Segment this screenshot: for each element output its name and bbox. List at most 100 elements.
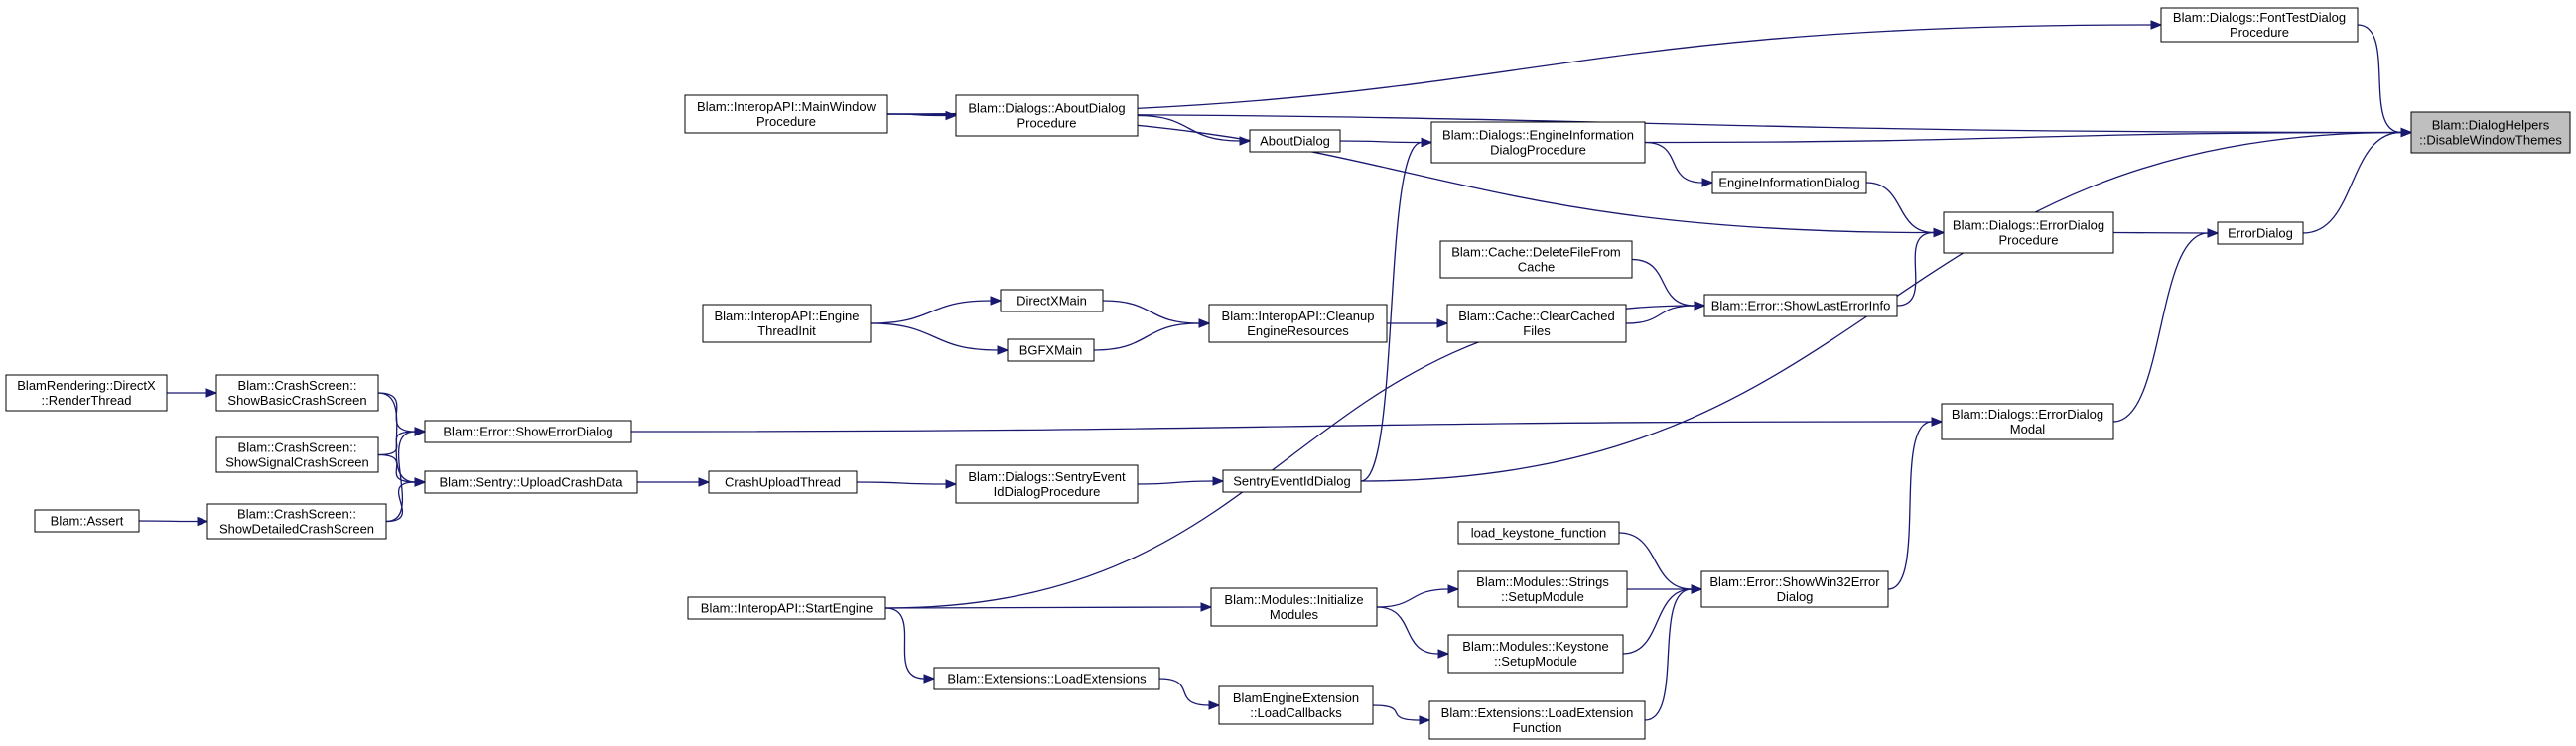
node-label-line: Blam::Error::ShowErrorDialog	[443, 425, 612, 439]
edge-line	[1137, 480, 1214, 485]
node-blam-sentry-uploadcrashdata[interactable]: Blam::Sentry::UploadCrashData	[424, 470, 638, 494]
node-blam-crashscreen-showbasiccrashscreen[interactable]: Blam::CrashScreen::ShowBasicCrashScreen	[215, 374, 379, 412]
edge-line	[385, 481, 416, 523]
edge-n35-to-n29	[1644, 584, 1703, 721]
node-label-line: ::RenderThread	[41, 393, 131, 408]
node-label-line: Blam::Extensions::LoadExtension	[1441, 705, 1634, 720]
edge-line	[1896, 231, 1935, 307]
edge-arrowhead	[1208, 700, 1221, 710]
edge-line	[1618, 532, 1693, 590]
node-load-keystone-function[interactable]: load_keystone_function	[1457, 521, 1620, 545]
node-box	[955, 464, 1139, 504]
edge-line	[1158, 678, 1210, 706]
node-label-line: Blam::Dialogs::FontTestDialog	[2173, 10, 2346, 25]
node-blam-dialoghelpers-disablewindowthemes[interactable]: Blam::DialogHelpers::DisableWindowThemes	[2410, 111, 2571, 154]
edge-n12-to-n11	[1387, 318, 1449, 328]
edge-line	[1137, 114, 1241, 142]
edge-line	[1887, 421, 1933, 590]
edge-arrowhead	[990, 296, 1003, 306]
node-blam-error-showerrordialog[interactable]: Blam::Error::ShowErrorDialog	[424, 420, 632, 443]
node-errordialog[interactable]: ErrorDialog	[2217, 221, 2304, 245]
node-blam-crashscreen-showsignalcrashscreen[interactable]: Blam::CrashScreen::ShowSignalCrashScreen	[215, 436, 379, 473]
node-label-line: Blam::CrashScreen::	[238, 378, 357, 393]
node-blam-crashscreen-showdetailedcrashscreen[interactable]: Blam::CrashScreen::ShowDetailedCrashScre…	[206, 503, 387, 540]
edge-n22-to-n23	[637, 477, 711, 487]
node-engineinformationdialog[interactable]: EngineInformationDialog	[1711, 171, 1867, 194]
node-blamengineextension-loadcallbacks[interactable]: BlamEngineExtension::LoadCallbacks	[1218, 685, 1374, 725]
node-label-line: Blam::Extensions::LoadExtensions	[947, 672, 1147, 686]
node-aboutdialog[interactable]: AboutDialog	[1249, 129, 1341, 153]
edge-line	[1093, 322, 1200, 351]
node-box	[1446, 304, 1627, 343]
node-blam-modules-keystone-setupmodule[interactable]: Blam::Modules::Keystone::SetupModule	[1447, 634, 1624, 674]
node-label-line: Blam::Dialogs::AboutDialog	[968, 101, 1125, 116]
edge-arrowhead	[2400, 127, 2413, 138]
node-label-line: AboutDialog	[1260, 134, 1330, 149]
node-label-line: ::DisableWindowThemes	[2419, 133, 2562, 148]
edge-arrowhead	[1198, 318, 1211, 328]
edge-arrowhead	[414, 427, 427, 436]
edge-n1-to-n0	[2357, 24, 2413, 138]
edge-n24-to-n25	[1137, 476, 1225, 486]
node-label-line: Blam::Dialogs::ErrorDialog	[1953, 218, 2104, 233]
edge-line	[1339, 140, 1423, 144]
node-blam-interopapi-startengine[interactable]: Blam::InteropAPI::StartEngine	[687, 596, 886, 620]
edge-line	[870, 300, 992, 324]
edge-arrowhead	[945, 110, 958, 121]
node-box	[206, 503, 387, 540]
edge-n33-to-n34	[1158, 678, 1221, 710]
node-box	[215, 436, 379, 473]
edge-n30-to-n33	[884, 607, 936, 684]
node-label-line: ThreadInit	[757, 323, 816, 338]
node-box	[708, 470, 858, 494]
edge-n30-to-n31	[884, 602, 1213, 612]
edge-line	[2357, 24, 2402, 134]
node-box	[1007, 338, 1095, 362]
node-layer: Blam::DialogHelpers::DisableWindowThemes…	[5, 7, 2571, 740]
node-label-line: Blam::Modules::Keystone	[1462, 639, 1608, 654]
node-box	[933, 667, 1160, 690]
edge-arrowhead	[945, 479, 958, 489]
node-blam-modules-strings-setupmodule[interactable]: Blam::Modules::Strings::SetupModule	[1457, 570, 1628, 608]
node-sentryeventiddialog[interactable]: SentryEventIdDialog	[1222, 469, 1362, 493]
node-label-line: Blam::Error::ShowWin32Error	[1709, 574, 1880, 589]
edge-arrowhead	[197, 516, 209, 527]
node-blam-assert[interactable]: Blam::Assert	[34, 509, 140, 533]
node-label-line: Function	[1513, 720, 1562, 735]
node-label-line: SentryEventIdDialog	[1233, 474, 1351, 489]
node-box	[424, 420, 632, 443]
node-label-line: Blam::CrashScreen::	[238, 440, 357, 455]
edge-n14-to-n12	[1093, 318, 1211, 351]
node-label-line: Blam::CrashScreen::	[237, 507, 356, 522]
node-blam-dialogs-engineinformation-dialogprocedure[interactable]: Blam::Dialogs::EngineInformationDialogPr…	[1430, 121, 1646, 164]
edge-line	[2302, 131, 2402, 234]
node-directxmain[interactable]: DirectXMain	[1000, 289, 1104, 312]
node-label-line: Modules	[1270, 607, 1319, 622]
node-label-line: ShowDetailedCrashScreen	[219, 522, 374, 537]
node-blam-extensions-loadextensions[interactable]: Blam::Extensions::LoadExtensions	[933, 667, 1160, 690]
edge-n27-to-n29	[1618, 532, 1703, 594]
node-box	[424, 470, 638, 494]
node-blam-error-showlasterrorinfo[interactable]: Blam::Error::ShowLastErrorInfo	[1703, 294, 1898, 317]
node-label-line: Blam::Dialogs::ErrorDialog	[1952, 407, 2103, 422]
node-blam-dialogs-sentryevent-iddialogprocedure[interactable]: Blam::Dialogs::SentryEventIdDialogProced…	[955, 464, 1139, 504]
node-box	[5, 374, 168, 412]
edge-n29-to-n26	[1887, 417, 1944, 590]
edge-line	[1102, 300, 1200, 324]
node-crashuploadthread[interactable]: CrashUploadThread	[708, 470, 858, 494]
edge-n15-to-n14	[870, 322, 1010, 355]
node-blamrendering-directx-renderthread[interactable]: BlamRendering::DirectX::RenderThread	[5, 374, 168, 412]
node-bgfxmain[interactable]: BGFXMain	[1007, 338, 1095, 362]
